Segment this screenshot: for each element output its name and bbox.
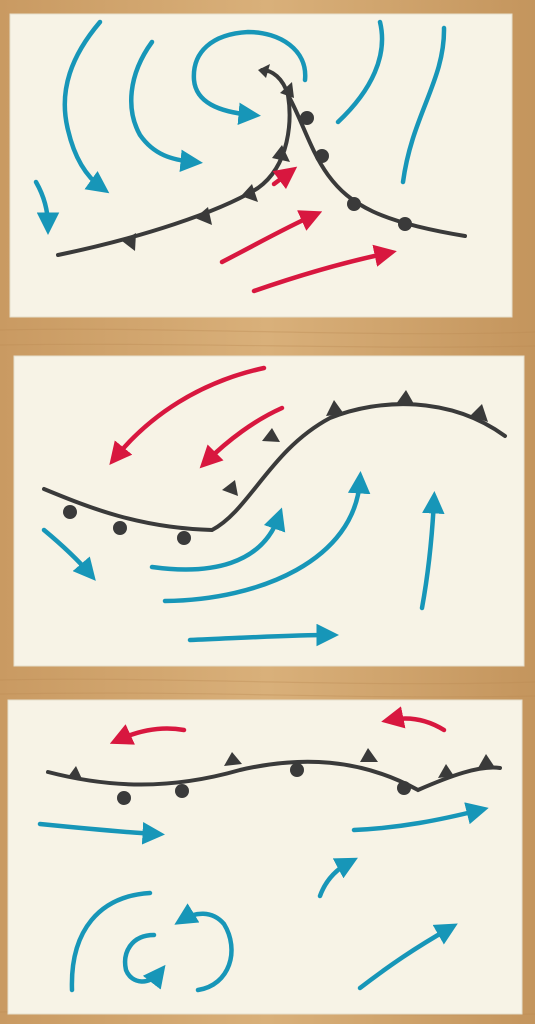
red-arrow: [109, 365, 267, 465]
blue-arrow: [187, 623, 339, 647]
card-3-cold-air-arrows: [37, 802, 489, 993]
card-3-warm-air-arrows: [109, 706, 447, 745]
red-arrow: [109, 724, 187, 745]
card-1-warm-air-arrows: [219, 166, 397, 294]
blue-arrow: [33, 179, 60, 235]
blue-arrow: [69, 890, 153, 993]
card-2: [13, 355, 525, 667]
blue-arrow: [400, 25, 447, 185]
card-1-paper: [9, 13, 513, 318]
red-arrow: [251, 244, 397, 294]
blue-arrow: [122, 932, 166, 990]
card-2-cold-air-arrows: [41, 471, 445, 647]
card-3: [7, 699, 523, 1015]
card-1-cold-air-arrows: [33, 19, 447, 235]
red-arrow: [381, 706, 447, 733]
blue-arrow: [174, 903, 234, 993]
wood-grain: [0, 328, 535, 1016]
blue-arrow: [62, 19, 110, 194]
card-3-paper: [7, 699, 523, 1015]
blue-arrow: [351, 802, 489, 833]
card-2-warm-air-arrows: [109, 365, 285, 469]
card-2-paper: [13, 355, 525, 667]
red-arrow: [219, 210, 323, 265]
blue-arrow: [37, 821, 165, 845]
blue-arrow: [335, 19, 385, 125]
blue-arrow: [357, 923, 458, 991]
card-3-front-line: [46, 748, 502, 805]
blue-arrow: [129, 39, 203, 172]
card-1: [9, 13, 513, 318]
blue-arrow: [317, 857, 358, 899]
red-arrow: [271, 166, 298, 190]
card-2-front-line: [42, 390, 507, 545]
blue-arrow: [149, 507, 286, 572]
blue-arrow: [41, 527, 96, 581]
red-arrow: [199, 405, 285, 469]
blue-arrow: [162, 471, 371, 604]
blue-arrow: [191, 29, 308, 126]
blue-arrow: [419, 491, 445, 611]
